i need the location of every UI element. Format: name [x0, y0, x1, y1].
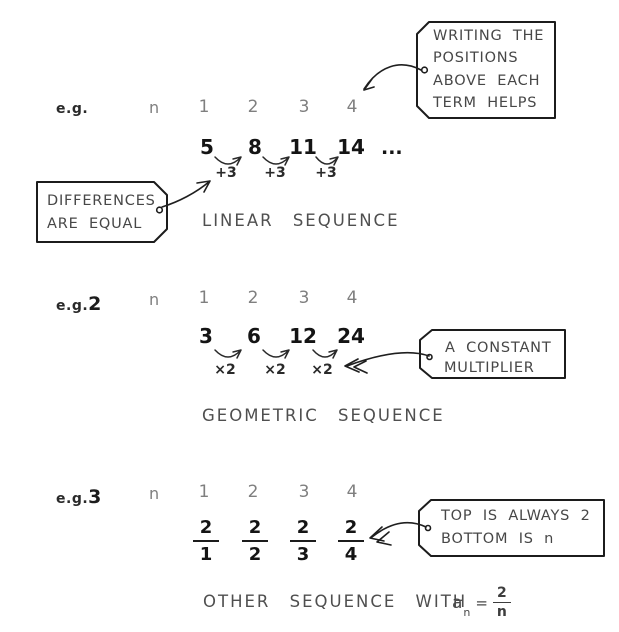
example2-step-3: ×2 — [311, 362, 333, 378]
example3-position-3: 3 — [298, 482, 310, 502]
example2-position-1: 1 — [198, 288, 210, 308]
example1-position-3: 3 — [298, 97, 310, 117]
example1-term-1: 5 — [200, 135, 214, 159]
fraction-3-numerator: 2 — [290, 517, 316, 542]
example3-fraction-1: 2 1 — [193, 517, 219, 565]
example2-term-2: 6 — [247, 324, 261, 348]
differences-callout-line-1: DIFFERENCES — [47, 193, 156, 209]
formula-variable: a — [452, 592, 463, 613]
multiplier-callout-arrow — [344, 351, 430, 374]
positions-callout-line-2: POSITIONS — [433, 50, 519, 66]
example2-step-2: ×2 — [264, 362, 286, 378]
example1-eg-text: e.g. — [56, 101, 89, 117]
differences-callout-outline — [36, 181, 168, 243]
example3-fraction-2: 2 2 — [242, 517, 268, 565]
example2-term-4: 24 — [337, 324, 365, 348]
plus3-arc-1 — [214, 156, 242, 166]
example1-term-2: 8 — [248, 135, 262, 159]
example1-position-2: 2 — [247, 97, 259, 117]
fraction-callout-line-1: TOP IS ALWAYS 2 — [441, 508, 591, 524]
multiplier-callout-line-1: A CONSTANT — [445, 340, 552, 356]
example2-label: e.g.2 — [56, 295, 102, 314]
example2-caption: GEOMETRIC SEQUENCE — [202, 406, 445, 425]
example2-term-3: 12 — [289, 324, 317, 348]
positions-callout-line-1: WRITING THE — [433, 28, 545, 44]
fraction-1-numerator: 2 — [193, 517, 219, 542]
fraction-2-denominator: 2 — [248, 544, 262, 565]
fraction-3-denominator: 3 — [296, 544, 310, 565]
positions-callout-hole — [420, 66, 429, 74]
fraction-callout-line-2: BOTTOM IS n — [441, 531, 555, 547]
positions-callout-arrow — [363, 64, 422, 91]
times2-arc-3 — [312, 349, 338, 359]
example2-position-4: 4 — [346, 288, 358, 308]
fraction-callout-outline — [418, 499, 605, 557]
example3-fraction-3: 2 3 — [290, 517, 316, 565]
formula-fraction-numerator: 2 — [492, 585, 511, 603]
fraction-4-denominator: 4 — [344, 544, 358, 565]
positions-callout-outline — [416, 21, 556, 119]
formula-subscript: n — [463, 606, 471, 619]
example3-position-2: 2 — [247, 482, 259, 502]
multiplier-callout-outline — [419, 329, 566, 379]
example1-term-4: 14 — [337, 135, 365, 159]
example2-position-2: 2 — [247, 288, 259, 308]
example3-eg-text: e.g. — [56, 491, 89, 507]
example2-number: 2 — [88, 293, 102, 315]
differences-callout-arrow — [161, 180, 211, 208]
example2-position-3: 3 — [298, 288, 310, 308]
example1-label: e.g. — [56, 102, 88, 116]
example1-term-3: 11 — [289, 135, 317, 159]
example1-caption: LINEAR SEQUENCE — [202, 211, 400, 230]
example2-n-label: n — [149, 290, 160, 309]
plus3-arc-3 — [315, 156, 339, 166]
example2-eg-text: e.g. — [56, 298, 89, 314]
multiplier-callout-line-2: MULTIPLIER — [444, 360, 535, 376]
example3-label: e.g.3 — [56, 488, 102, 507]
formula-fraction-denominator: n — [496, 604, 507, 620]
example3-number: 3 — [88, 486, 102, 508]
example3-position-4: 4 — [346, 482, 358, 502]
example3-position-1: 1 — [198, 482, 210, 502]
positions-callout-line-4: TERM HELPS — [433, 95, 538, 111]
example1-position-4: 4 — [346, 97, 358, 117]
example1-position-1: 1 — [198, 97, 210, 117]
differences-callout-hole — [155, 206, 164, 214]
example1-ellipsis: ... — [381, 137, 403, 159]
example2-step-1: ×2 — [214, 362, 236, 378]
example3-n-label: n — [149, 484, 160, 503]
example1-n-label: n — [149, 98, 160, 117]
times2-arc-1 — [214, 349, 242, 359]
formula-equals: = — [475, 593, 488, 612]
differences-callout-line-2: ARE EQUAL — [47, 216, 143, 232]
example1-step-3: +3 — [315, 165, 337, 181]
formula-fraction: 2 n — [492, 585, 511, 620]
example2-term-1: 3 — [199, 324, 213, 348]
example3-formula: a n = 2 n — [452, 585, 511, 620]
fraction-4-numerator: 2 — [338, 517, 364, 542]
positions-callout-line-3: ABOVE EACH — [433, 73, 541, 89]
plus3-arc-2 — [262, 156, 290, 166]
example1-step-1: +3 — [215, 165, 237, 181]
fraction-1-denominator: 1 — [199, 544, 213, 565]
example3-caption: OTHER SEQUENCE WITH — [203, 592, 468, 611]
example3-fraction-4: 2 4 — [338, 517, 364, 565]
fraction-2-numerator: 2 — [242, 517, 268, 542]
example1-step-2: +3 — [264, 165, 286, 181]
times2-arc-2 — [262, 349, 290, 359]
fraction-callout-arrow — [369, 521, 427, 546]
